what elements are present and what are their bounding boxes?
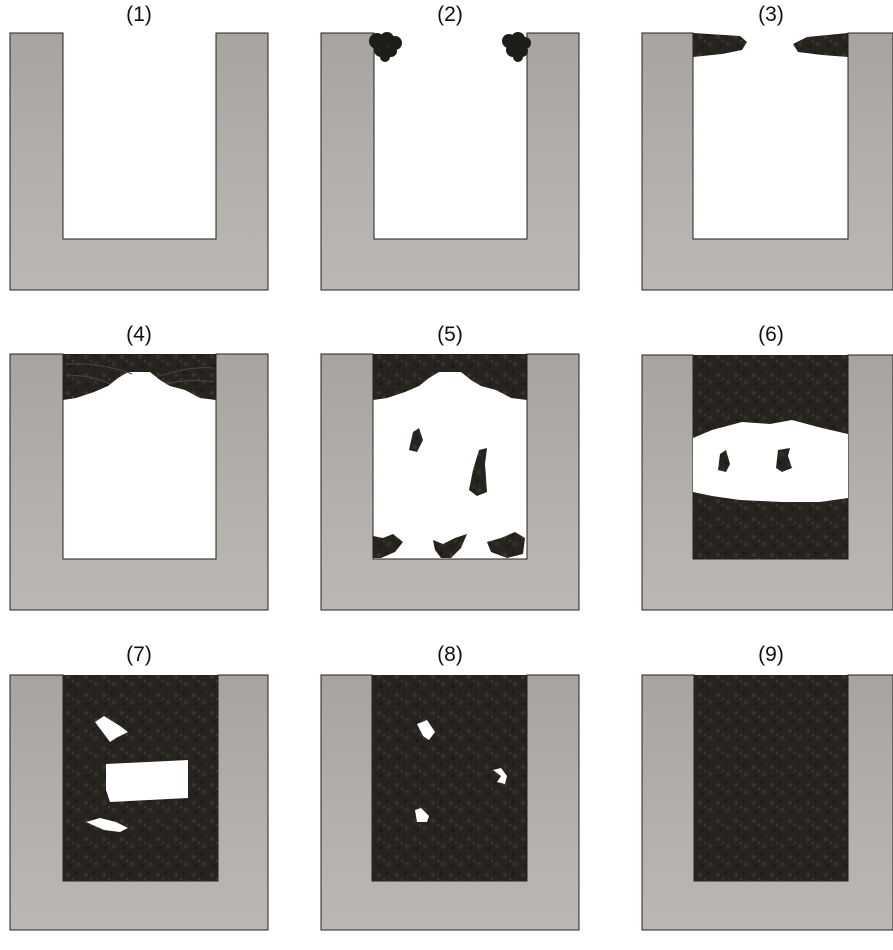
trench-nucleation [321, 32, 579, 290]
trench-shrinking-voids [10, 672, 268, 930]
void-cavity [106, 760, 188, 802]
panel-1: (1) [10, 0, 268, 310]
trench-lateral-growth [642, 32, 893, 290]
fragment [409, 428, 423, 452]
panel-4: (4) [10, 320, 268, 630]
panel-5: (5) [321, 320, 579, 630]
fragment [433, 534, 467, 558]
panel-3: (3) [642, 0, 893, 310]
panel-label: (2) [321, 0, 579, 30]
panel-label: (3) [642, 0, 893, 30]
panel-7: (7) [10, 640, 268, 950]
trench-top-closing [10, 352, 268, 610]
panel-2: (2) [321, 0, 579, 310]
trench-small-voids [321, 672, 579, 930]
void-cavity [693, 420, 848, 502]
panel-label: (5) [321, 320, 579, 350]
panel-label: (1) [10, 0, 268, 30]
deposit-top-cap [373, 354, 527, 400]
fragment [373, 534, 403, 558]
deposit-fill [694, 675, 848, 881]
panel-6: (6) [642, 320, 893, 630]
panel-label: (7) [10, 640, 268, 670]
fragment [487, 532, 525, 558]
panel-label: (4) [10, 320, 268, 350]
trench-empty [10, 32, 268, 290]
trench-void-fragments [321, 352, 579, 610]
trench-single-void [642, 352, 893, 610]
deposit-right [793, 33, 848, 57]
panel-9: (9) [642, 640, 893, 950]
fragment [469, 448, 487, 496]
panel-label: (6) [642, 320, 893, 350]
deposit-left [693, 33, 747, 57]
panel-label: (8) [321, 640, 579, 670]
panel-8: (8) [321, 640, 579, 950]
trench-fully-filled [642, 672, 893, 930]
panel-label: (9) [642, 640, 893, 670]
